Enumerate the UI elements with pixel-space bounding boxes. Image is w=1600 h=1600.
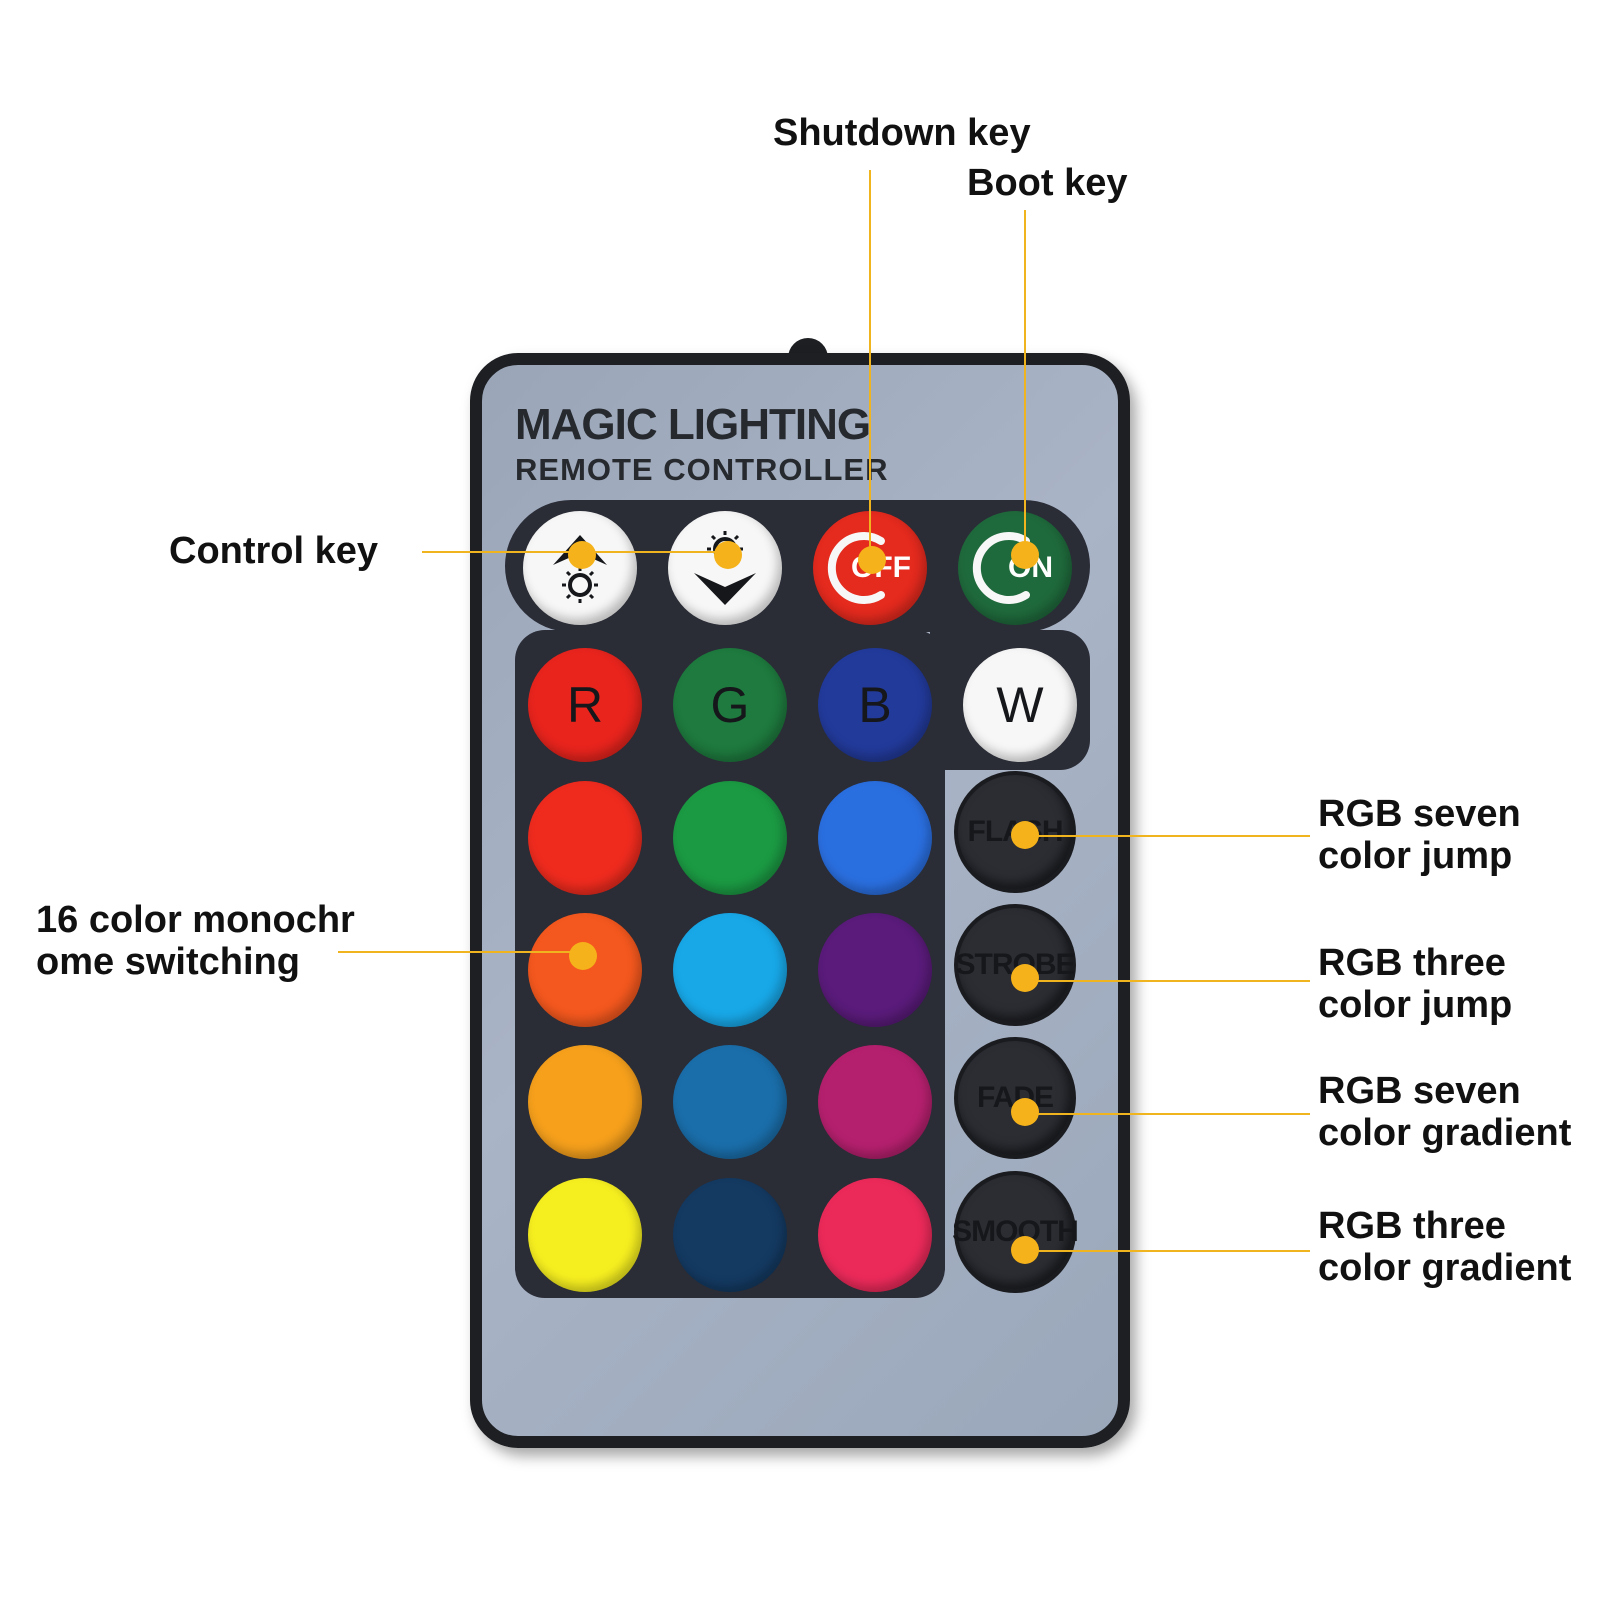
power-on-icon (972, 532, 1030, 604)
flash-leader-line (1015, 835, 1310, 837)
fade-dot (1011, 1098, 1039, 1126)
boot-key-label: Boot key (967, 162, 1128, 204)
strobe-dot (1011, 964, 1039, 992)
monochrome-label: 16 color monochr ome switching (36, 899, 355, 983)
brand-subtitle: REMOTE CONTROLLER (515, 452, 889, 487)
boot-leader-line (1024, 210, 1026, 555)
fade-button[interactable]: FADE (958, 1041, 1072, 1155)
color-key-12[interactable] (673, 1045, 787, 1159)
fade-description: RGB seven color gradient (1318, 1070, 1571, 1154)
smooth-leader-line (1015, 1250, 1310, 1252)
color-key-13[interactable] (818, 1045, 932, 1159)
shutdown-key-label: Shutdown key (773, 112, 1031, 154)
strobe-description-line2: color jump (1318, 984, 1513, 1026)
smooth-description: RGB three color gradient (1318, 1205, 1571, 1289)
color-key-4[interactable]: W (963, 648, 1077, 762)
monochrome-dot (569, 942, 597, 970)
flash-description-line1: RGB seven (1318, 793, 1521, 835)
shutdown-leader-line (869, 170, 871, 555)
control-key-label: Control key (169, 530, 379, 572)
color-key-15[interactable] (673, 1178, 787, 1292)
flash-description: RGB seven color jump (1318, 793, 1521, 877)
color-key-5[interactable] (528, 781, 642, 895)
color-key-label: G (710, 677, 750, 733)
brand-title: MAGIC LIGHTING (515, 400, 871, 449)
color-key-8[interactable] (528, 913, 642, 1027)
flash-dot (1011, 821, 1039, 849)
smooth-description-line2: color gradient (1318, 1247, 1572, 1289)
smooth-dot (1011, 1236, 1039, 1264)
monochrome-label-line2: ome switching (36, 941, 300, 983)
color-key-1[interactable]: R (528, 648, 642, 762)
color-key-3[interactable]: B (818, 648, 932, 762)
color-key-label: W (996, 677, 1044, 733)
on-button[interactable]: ON (958, 511, 1072, 625)
strobe-description: RGB three color jump (1318, 942, 1512, 1026)
color-key-6[interactable] (673, 781, 787, 895)
fade-description-line2: color gradient (1318, 1112, 1572, 1154)
color-key-9[interactable] (673, 913, 787, 1027)
off-dot (858, 546, 886, 574)
on-dot (1011, 541, 1039, 569)
smooth-description-line1: RGB three (1318, 1205, 1506, 1247)
strobe-button[interactable]: STROBE (956, 908, 1076, 1022)
color-key-label: R (566, 677, 604, 733)
power-off-icon (827, 532, 885, 604)
color-key-14[interactable] (528, 1178, 642, 1292)
color-key-7[interactable] (818, 781, 932, 895)
fade-leader-line (1015, 1113, 1310, 1115)
color-key-label: B (858, 677, 892, 733)
strobe-leader-line (1015, 980, 1310, 982)
smooth-button[interactable]: SMOOTH (952, 1175, 1079, 1289)
color-key-16[interactable] (818, 1178, 932, 1292)
fade-description-line1: RGB seven (1318, 1070, 1521, 1112)
color-key-2[interactable]: G (673, 648, 787, 762)
color-key-11[interactable] (528, 1045, 642, 1159)
monochrome-leader-line (338, 951, 583, 953)
flash-description-line2: color jump (1318, 835, 1513, 877)
color-key-10[interactable] (818, 913, 932, 1027)
brightness-up-dot (568, 541, 596, 569)
brightness-down-dot (714, 541, 742, 569)
strobe-description-line1: RGB three (1318, 942, 1506, 984)
monochrome-label-line1: 16 color monochr (36, 899, 355, 941)
